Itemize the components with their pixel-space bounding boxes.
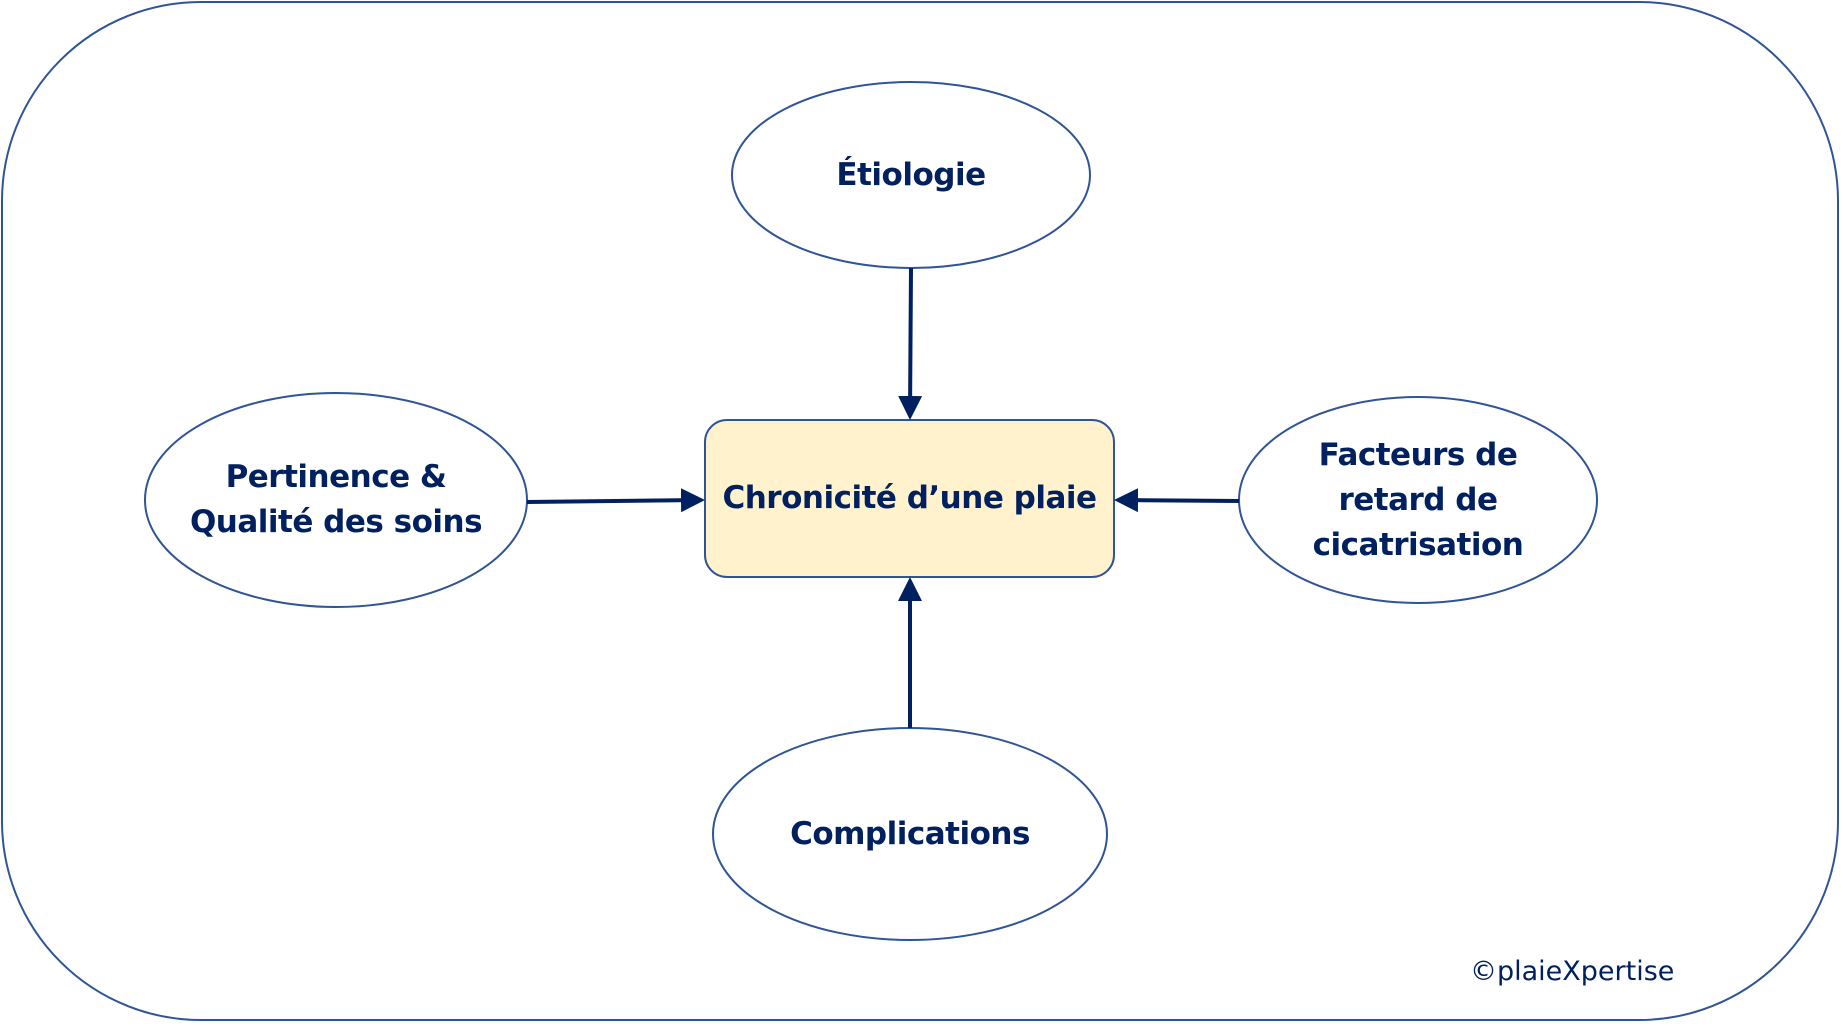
node-etiologie: Étiologie <box>732 82 1090 268</box>
arrow-pertinence-to-center <box>526 488 705 513</box>
node-complications: Complications <box>713 728 1107 940</box>
copyright-watermark: ©plaieXpertise <box>1470 956 1675 987</box>
center-box-label: Chronicité d’une plaie <box>722 480 1097 516</box>
arrow-facteurs-to-center <box>1114 488 1240 513</box>
node-pertinence: Pertinence & Qualité des soins <box>145 393 527 607</box>
center-box: Chronicité d’une plaie <box>705 420 1114 577</box>
node-pertinence-label: Pertinence & Qualité des soins <box>189 459 483 540</box>
node-complications-label: Complications <box>790 815 1030 852</box>
arrow-etiologie-to-center <box>898 267 923 420</box>
node-facteurs-label: Facteurs de retard de cicatrisation <box>1312 436 1524 563</box>
node-facteurs: Facteurs de retard de cicatrisation <box>1239 397 1597 603</box>
node-etiologie-label: Étiologie <box>836 156 986 193</box>
